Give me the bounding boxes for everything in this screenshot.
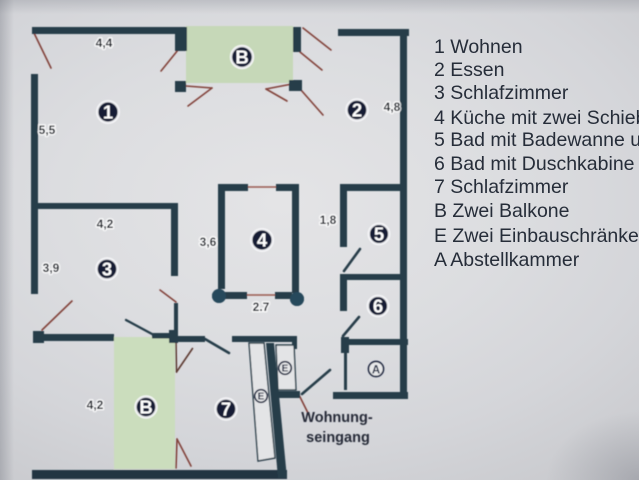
svg-text:1 Wohnen: 1 Wohnen xyxy=(434,36,523,58)
svg-text:2.7: 2.7 xyxy=(253,300,270,314)
svg-text:5 Bad mit Badewanne und: 5 Bad mit Badewanne und xyxy=(434,129,639,151)
svg-text:E Zwei Einbauschränke: E Zwei Einbauschränke xyxy=(434,225,639,247)
svg-text:3,9: 3,9 xyxy=(43,261,60,275)
svg-text:4: 4 xyxy=(257,230,268,251)
svg-text:5,5: 5,5 xyxy=(39,123,56,137)
svg-text:7: 7 xyxy=(221,399,231,420)
svg-text:4,2: 4,2 xyxy=(87,398,104,412)
svg-text:4,8: 4,8 xyxy=(384,100,401,114)
svg-text:E: E xyxy=(282,364,289,375)
svg-text:4 Küche mit zwei Schiebetüren: 4 Küche mit zwei Schiebetüren xyxy=(434,107,639,129)
svg-text:B Zwei Balkone: B Zwei Balkone xyxy=(434,200,569,222)
svg-text:B: B xyxy=(235,47,248,68)
svg-text:4,4: 4,4 xyxy=(96,36,113,50)
svg-text:3,6: 3,6 xyxy=(200,235,217,249)
svg-text:6 Bad mit Duschkabine und: 6 Bad mit Duschkabine und xyxy=(434,153,639,175)
svg-text:5: 5 xyxy=(374,224,384,245)
svg-text:B: B xyxy=(139,397,152,418)
svg-text:Wohnung-: Wohnung- xyxy=(301,410,373,426)
svg-text:7 Schlafzimmer: 7 Schlafzimmer xyxy=(434,176,569,198)
svg-text:A: A xyxy=(372,365,380,377)
svg-text:E: E xyxy=(258,392,265,403)
svg-text:seingang: seingang xyxy=(306,430,370,446)
svg-text:1,8: 1,8 xyxy=(320,213,337,227)
svg-text:4,2: 4,2 xyxy=(97,217,114,231)
svg-text:6: 6 xyxy=(373,296,383,317)
svg-text:A Abstellkammer: A Abstellkammer xyxy=(434,249,580,271)
svg-text:3: 3 xyxy=(102,259,112,280)
svg-text:2 Essen: 2 Essen xyxy=(434,59,504,81)
svg-text:2: 2 xyxy=(352,100,362,121)
svg-text:1: 1 xyxy=(103,102,113,123)
svg-text:3 Schlafzimmer: 3 Schlafzimmer xyxy=(434,82,569,104)
